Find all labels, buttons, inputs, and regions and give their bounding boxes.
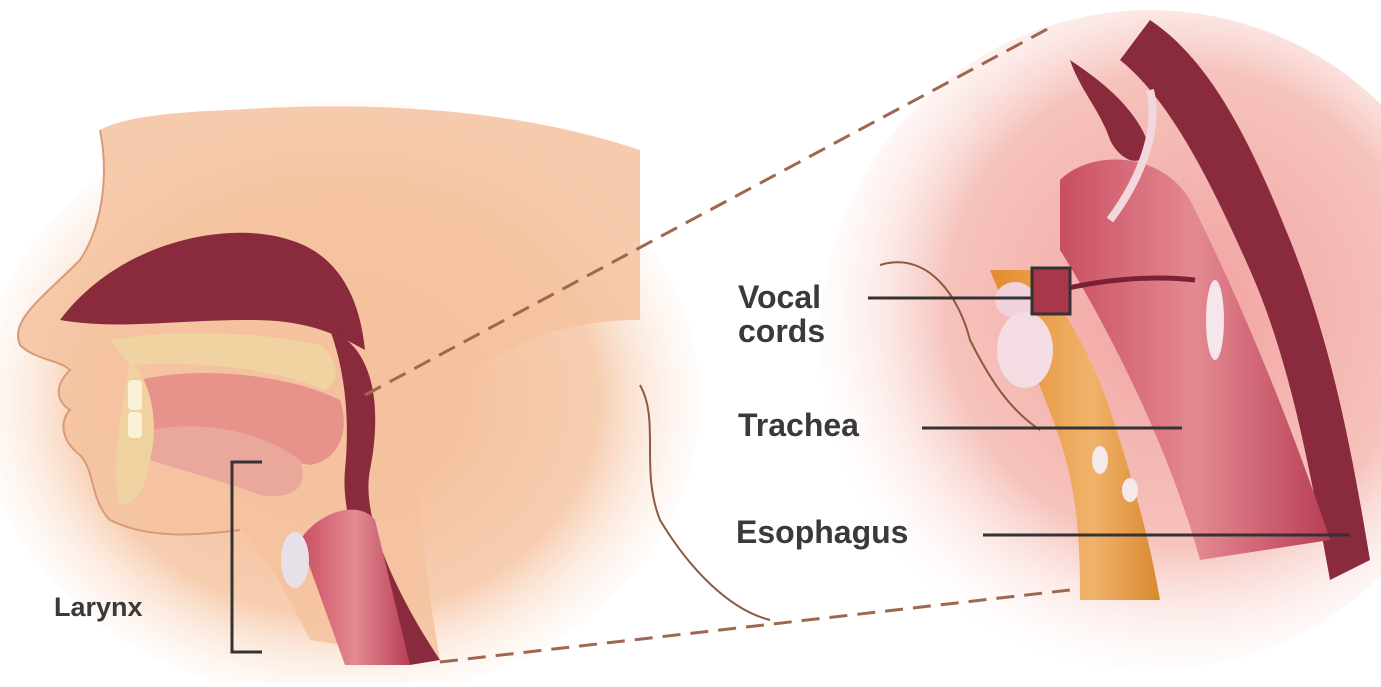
label-esophagus: Esophagus bbox=[736, 515, 908, 549]
label-trachea: Trachea bbox=[738, 408, 859, 442]
label-vocal-cords-line1: Vocal bbox=[738, 280, 825, 314]
label-vocal-cords-line2: cords bbox=[738, 314, 825, 348]
label-larynx: Larynx bbox=[54, 592, 143, 622]
larynx-detail bbox=[820, 10, 1381, 670]
label-vocal-cords: Vocal cords bbox=[738, 280, 825, 348]
